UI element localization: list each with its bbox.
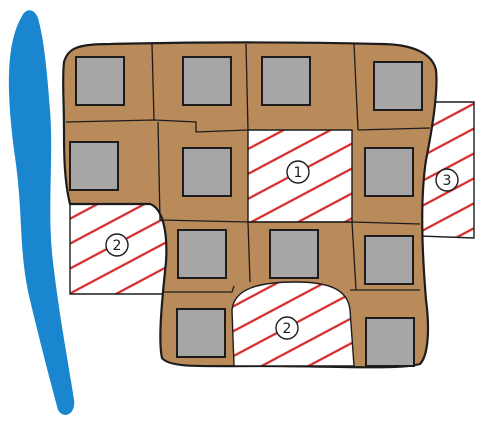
building [182,147,232,197]
building [364,235,414,285]
lot-marker-2-left: 2 [105,233,129,257]
lot-marker-1: 1 [286,160,310,184]
lot-marker-2-bottom: 2 [275,316,299,340]
building [269,229,319,279]
lot-marker-1-label: 1 [294,165,303,181]
building [176,308,226,358]
lot-marker-3-label: 3 [443,173,452,189]
river [8,10,75,415]
building [177,229,227,279]
building [69,141,119,191]
building [373,61,423,111]
buildings [69,56,423,367]
building [365,317,415,367]
lot-marker-2-bottom-label: 2 [283,321,292,337]
building [364,147,414,197]
lot-marker-2-left-label: 2 [113,238,122,254]
building [182,56,232,106]
parcel-lines [65,43,431,293]
building [75,56,125,106]
lot-marker-3: 3 [435,168,459,192]
building [261,56,311,106]
